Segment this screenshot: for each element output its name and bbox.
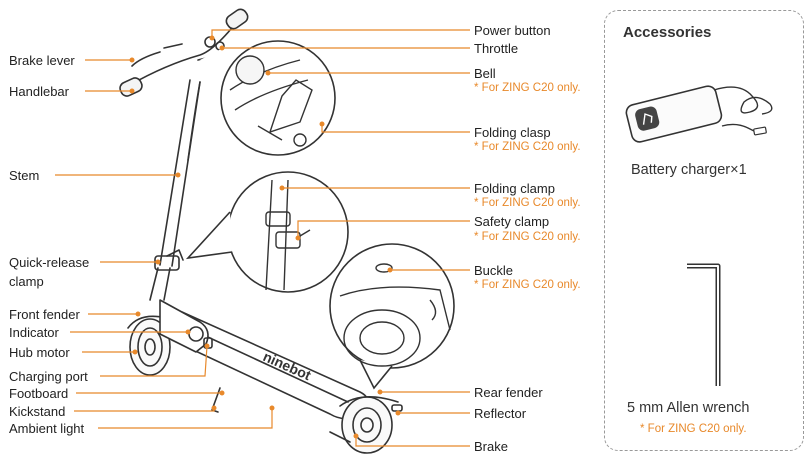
label-rear-fender: Rear fender [474, 385, 543, 400]
accessories-panel [604, 10, 804, 451]
label-front-fender: Front fender [9, 307, 80, 322]
label-handlebar: Handlebar [9, 84, 69, 99]
label-throttle: Throttle [474, 41, 519, 56]
label-hub-motor: Hub motor [9, 345, 70, 360]
label-power-button: Power button [474, 23, 551, 38]
allen-wrench-note: * For ZING C20 only. [640, 423, 747, 435]
note-folding-clamp: * For ZING C20 only. [474, 197, 581, 209]
battery-charger-caption: Battery charger×1 [631, 162, 747, 178]
label-reflector: Reflector [474, 406, 527, 421]
label-bell: Bell [474, 66, 496, 81]
label-brake: Brake [474, 439, 508, 454]
label-quick-release-line1: Quick-release [9, 255, 90, 270]
label-safety-clamp: Safety clamp [474, 214, 550, 229]
label-folding-clamp: Folding clamp [474, 181, 555, 196]
label-folding-clasp: Folding clasp [474, 125, 551, 140]
label-buckle: Buckle [474, 263, 514, 278]
label-kickstand: Kickstand [9, 404, 66, 419]
label-brake-lever: Brake lever [9, 53, 75, 68]
rear-wheel [341, 396, 393, 454]
note-folding-clasp: * For ZING C20 only. [474, 141, 581, 153]
label-stem: Stem [9, 168, 40, 183]
accessories-title: Accessories [623, 24, 712, 41]
label-charging-port: Charging port [9, 369, 88, 384]
note-buckle: * For ZING C20 only. [474, 279, 581, 291]
label-footboard: Footboard [9, 386, 69, 401]
allen-wrench-caption: 5 mm Allen wrench [627, 400, 750, 416]
label-ambient-light: Ambient light [9, 421, 85, 436]
battery-charger-icon [625, 85, 773, 143]
note-bell: * For ZING C20 only. [474, 82, 581, 94]
allen-wrench-icon [687, 263, 721, 386]
note-safety-clamp: * For ZING C20 only. [474, 231, 581, 243]
label-quick-release-line2: clamp [9, 274, 44, 289]
label-indicator: Indicator [9, 325, 59, 340]
